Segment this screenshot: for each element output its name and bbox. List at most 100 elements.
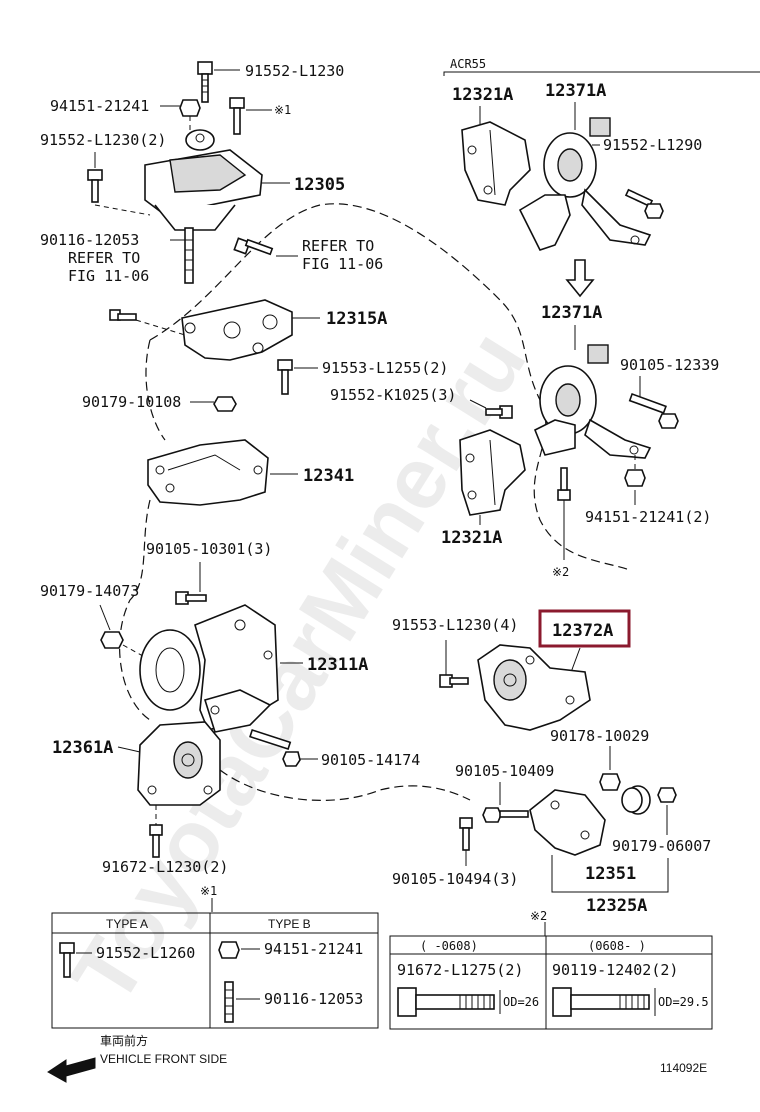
vehicle-front-label-jp: 車両前方 bbox=[100, 1033, 148, 1048]
bolt-icon bbox=[628, 392, 679, 429]
label-12325A: 12325A bbox=[586, 896, 647, 916]
label-90105-10301: 90105-10301(3) bbox=[146, 540, 272, 558]
nut-icon bbox=[100, 631, 124, 649]
label-91552-L1230-2: 91552-L1230(2) bbox=[40, 131, 166, 149]
stud-icon bbox=[224, 981, 234, 1023]
engine-mount-12371A-top bbox=[518, 117, 652, 251]
table-col-pre-0608: ( -0608) bbox=[420, 939, 478, 953]
label-91552-K1025: 91552-K1025(3) bbox=[330, 386, 456, 404]
label-94151-21241: 94151-21241 bbox=[50, 97, 149, 115]
table-part-91552-L1260: 91552-L1260 bbox=[96, 944, 195, 962]
od-value-26: OD=26 bbox=[503, 995, 539, 1009]
bracket-12315A bbox=[181, 299, 293, 361]
label-12361A: 12361A bbox=[52, 738, 113, 758]
bolt-icon bbox=[229, 97, 245, 135]
label-12371A-mid: 12371A bbox=[541, 303, 602, 323]
label-90179-06007: 90179-06007 bbox=[612, 837, 711, 855]
label-91552-L1230: 91552-L1230 bbox=[245, 62, 344, 80]
label-12315A: 12315A bbox=[326, 309, 387, 329]
label-90178-10029: 90178-10029 bbox=[550, 727, 649, 745]
bolt-icon bbox=[459, 817, 473, 851]
table-part-94151-21241: 94151-21241 bbox=[264, 940, 363, 958]
arrow-left-icon bbox=[47, 1057, 96, 1083]
refer-left-line2: FIG 11-06 bbox=[68, 267, 149, 285]
vehicle-front-label: VEHICLE FRONT SIDE bbox=[100, 1052, 227, 1066]
bushing-icon bbox=[621, 785, 651, 815]
bolt-icon bbox=[485, 405, 513, 419]
bolt-icon bbox=[197, 61, 213, 103]
bolt-side-icon bbox=[397, 987, 501, 1017]
refer-left-line1: REFER TO bbox=[68, 249, 140, 267]
bolt-icon bbox=[109, 309, 137, 321]
label-94151-21241-2: 94151-21241(2) bbox=[585, 508, 711, 526]
nut-icon bbox=[657, 787, 677, 803]
label-12371A-top: 12371A bbox=[545, 81, 606, 101]
bolt-icon bbox=[249, 729, 301, 767]
engine-outline bbox=[119, 203, 631, 802]
table-col-type-b: TYPE B bbox=[268, 917, 311, 931]
nut-icon bbox=[599, 773, 621, 791]
table-col-post-0608: (0608- ) bbox=[588, 939, 646, 953]
bracket-12341 bbox=[147, 439, 269, 506]
note-ref-1-bottom: ※1 bbox=[200, 884, 217, 898]
note-ref-1: ※1 bbox=[274, 103, 291, 117]
bolt-icon bbox=[482, 807, 529, 823]
label-90105-10494: 90105-10494(3) bbox=[392, 870, 518, 888]
engine-mount-12305 bbox=[144, 129, 263, 284]
label-91553-L1255: 91553-L1255(2) bbox=[322, 359, 448, 377]
nut-icon bbox=[218, 941, 240, 959]
nut-icon bbox=[624, 469, 646, 487]
label-12305: 12305 bbox=[294, 175, 345, 195]
engine-mount-12372A bbox=[477, 644, 591, 731]
label-12341: 12341 bbox=[303, 466, 354, 486]
note-ref-2-mid: ※2 bbox=[552, 565, 569, 579]
label-91552-L1290: 91552-L1290 bbox=[603, 136, 702, 154]
bolt-icon bbox=[175, 591, 207, 605]
label-12321A-lower: 12321A bbox=[441, 528, 502, 548]
table-col-type-a: TYPE A bbox=[106, 917, 148, 931]
watermark: ToyotaCarMiner.ru bbox=[52, 314, 544, 1020]
table-od-variants bbox=[389, 935, 713, 1030]
table-part-91672-L1275: 91672-L1275(2) bbox=[397, 961, 523, 979]
engine-mount-12371A-mid bbox=[533, 344, 652, 459]
bolt-icon bbox=[233, 237, 274, 256]
table-type-a-b bbox=[51, 912, 379, 1029]
table-part-90116-12053: 90116-12053 bbox=[264, 990, 363, 1008]
refer-right-line1: REFER TO bbox=[302, 237, 374, 255]
label-12351: 12351 bbox=[585, 864, 636, 884]
bolt-icon bbox=[439, 674, 469, 688]
engine-mount-12361A bbox=[137, 721, 221, 806]
table-part-90119-12402: 90119-12402(2) bbox=[552, 961, 678, 979]
bolt-icon bbox=[277, 359, 293, 395]
label-90116-12053: 90116-12053 bbox=[40, 231, 139, 249]
figure-number: 114092E bbox=[660, 1061, 707, 1075]
label-91672-L1230: 91672-L1230(2) bbox=[102, 858, 228, 876]
bolt-side-icon bbox=[552, 987, 656, 1017]
highlight-box-12372A[interactable] bbox=[538, 609, 631, 648]
arrow-down-icon bbox=[565, 259, 595, 298]
label-12321A-top: 12321A bbox=[452, 85, 513, 105]
variant-label: ACR55 bbox=[450, 57, 486, 71]
note-ref-2-bottom: ※2 bbox=[530, 909, 547, 923]
bolt-icon bbox=[624, 188, 664, 219]
label-90105-14174: 90105-14174 bbox=[321, 751, 420, 769]
bolt-icon bbox=[87, 169, 103, 203]
nut-icon bbox=[213, 396, 237, 412]
bracket-12311A bbox=[139, 604, 279, 733]
label-90179-14073: 90179-14073 bbox=[40, 582, 139, 600]
label-12372A[interactable]: 12372A bbox=[552, 621, 613, 641]
label-90179-10108: 90179-10108 bbox=[82, 393, 181, 411]
bracket-12351 bbox=[529, 789, 606, 856]
label-90105-10409: 90105-10409 bbox=[455, 762, 554, 780]
bolt-icon bbox=[59, 942, 75, 978]
bracket-12321A-lower bbox=[459, 429, 526, 516]
label-91553-L1230-4: 91553-L1230(4) bbox=[392, 616, 518, 634]
od-value-29-5: OD=29.5 bbox=[658, 995, 709, 1009]
nut-icon bbox=[179, 99, 201, 130]
label-12311A: 12311A bbox=[307, 655, 368, 675]
stud-icon bbox=[557, 467, 571, 501]
refer-right-line2: FIG 11-06 bbox=[302, 255, 383, 273]
label-90105-12339: 90105-12339 bbox=[620, 356, 719, 374]
bracket-12321A-top bbox=[461, 121, 531, 206]
